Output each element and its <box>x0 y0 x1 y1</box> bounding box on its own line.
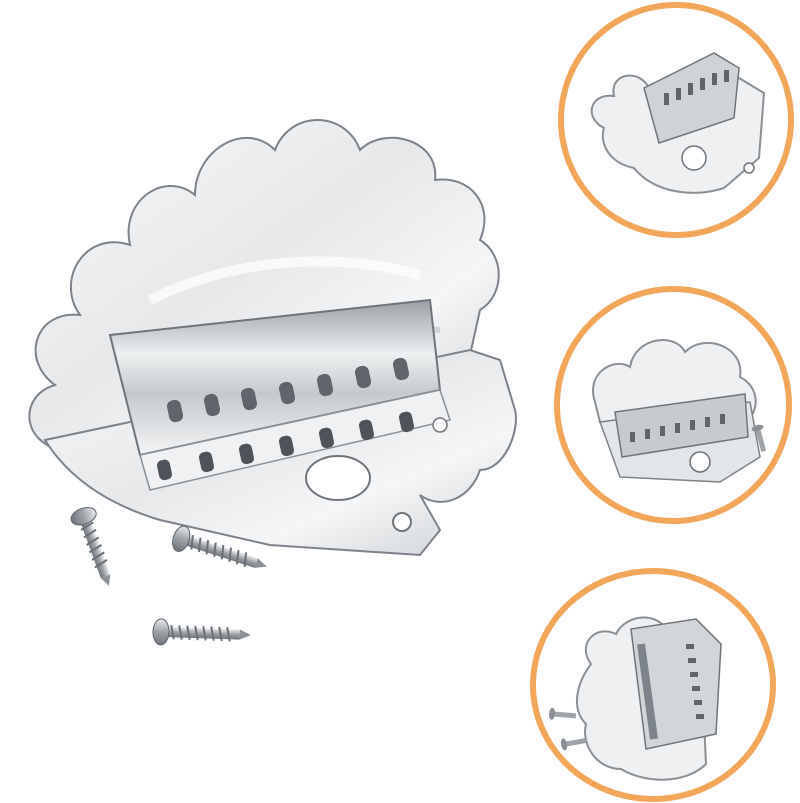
main-tailpiece-photo <box>28 119 517 646</box>
mounting-hole-large <box>305 455 371 501</box>
string-slots-bottom <box>156 411 414 481</box>
screw-2 <box>172 525 267 568</box>
inset-mid-tailpiece <box>592 339 767 483</box>
inset-photo-bottom <box>530 568 776 802</box>
inset-photo-middle <box>554 286 792 524</box>
inset-top-tailpiece <box>590 52 766 194</box>
inset-bot-tailpiece <box>548 616 722 781</box>
screw-3 <box>152 618 251 646</box>
screw-1 <box>70 507 111 586</box>
inset-photo-top <box>558 2 794 238</box>
mounting-hole-small <box>392 512 412 532</box>
string-slots-top <box>166 357 410 423</box>
